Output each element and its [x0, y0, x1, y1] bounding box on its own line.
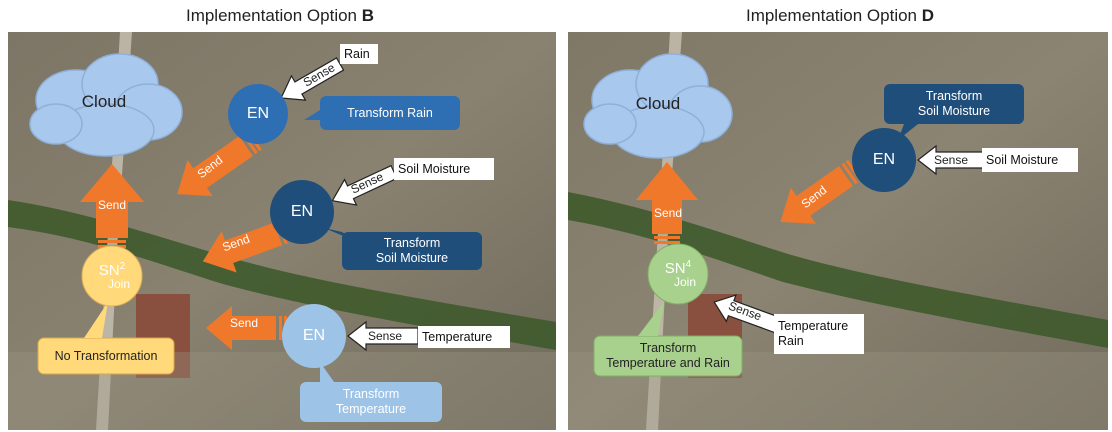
cloud-label: Cloud	[635, 94, 681, 113]
callout-soil-line2: Soil Moisture	[917, 104, 991, 118]
sense-arrow-temp	[347, 320, 419, 352]
en-rain-label: EN	[246, 105, 270, 122]
callout-sn-shape	[593, 302, 743, 377]
sn-label: SN2	[98, 261, 126, 279]
callout-temp-text: Transform Temperature	[300, 382, 442, 422]
sn-node-label: SN4 Join	[648, 244, 708, 304]
callout-sn-text: No Transformation	[54, 348, 158, 363]
en-temp-circle	[282, 304, 346, 368]
source-temp: Temperature	[418, 326, 510, 348]
sense-arrow-soil	[917, 144, 985, 176]
panel-b-title-letter: B	[361, 6, 375, 25]
send-up-label: Send	[98, 198, 127, 212]
panel-d-title-letter: D	[921, 6, 935, 25]
panel-d-graphics	[568, 32, 1108, 430]
sn-circle	[81, 245, 143, 307]
source-soil: Soil Moisture	[394, 158, 494, 180]
callout-soil-shape	[324, 228, 482, 270]
source-rain: Rain	[340, 44, 378, 64]
source-sn-line2: Rain	[778, 334, 804, 348]
panel-b-title: Implementation Option B	[10, 6, 550, 30]
cloud-shape	[29, 53, 183, 157]
callout-sn-line1: Transform	[639, 341, 697, 355]
source-sn-line1: Temperature	[778, 319, 849, 333]
sn-label: SN4	[664, 259, 692, 277]
sense-arrow-soil	[331, 164, 398, 206]
callout-soil-line1: Transform	[383, 236, 441, 250]
callout-soil-text: Transform Soil Moisture	[884, 84, 1024, 124]
en-soil-label: EN	[872, 151, 896, 168]
panel-b-title-prefix: Implementation Option	[185, 6, 362, 25]
en-rain-circle	[228, 84, 288, 144]
sn-node-label: SN2 Join	[82, 246, 142, 306]
en-soil-circle	[270, 180, 334, 244]
sense-arrow-rain	[280, 57, 345, 101]
callout-soil-line1: Transform	[925, 89, 983, 103]
send-up-label: Send	[654, 206, 683, 220]
callout-sn-text: Transform Temperature and Rain	[594, 336, 742, 376]
send-arrow-up	[636, 162, 698, 244]
panel-d-diagram: Cloud Send Send EN SN4 Join Sense Sense …	[568, 32, 1108, 430]
hedgerow	[568, 192, 1108, 348]
panel-d-title-prefix: Implementation Option	[745, 6, 922, 25]
callout-temp-line1: Transform	[342, 387, 400, 401]
panel-b-graphics	[8, 32, 556, 430]
callout-temp-line2: Temperature	[335, 402, 407, 416]
callout-soil-text: Transform Soil Moisture	[342, 232, 482, 270]
source-sn: Temperature Rain	[774, 314, 864, 354]
sense-soil-label: Sense	[934, 153, 969, 167]
cloud-shape	[583, 53, 733, 159]
source-soil: Soil Moisture	[982, 148, 1078, 172]
sn-join-label: Join	[107, 277, 130, 291]
callout-sn-line2: Temperature and Rain	[606, 356, 730, 370]
cloud-label: Cloud	[81, 92, 127, 111]
callout-temp-shape	[300, 362, 442, 422]
en-soil-label: EN	[290, 203, 314, 220]
panel-b-diagram: Cloud Send EN EN EN SN2 Join Send Send S…	[8, 32, 556, 430]
sense-temp-label: Sense	[368, 329, 403, 343]
callout-rain-shape	[304, 96, 460, 130]
callout-rain-text: Transform Rain	[347, 105, 433, 120]
callout-sn-shape	[37, 302, 175, 375]
en-soil-circle	[852, 128, 916, 192]
en-temp-label: EN	[302, 327, 326, 344]
sn-join-label: Join	[673, 275, 696, 289]
callout-soil-line2: Soil Moisture	[375, 251, 449, 265]
send-temp-label: Send	[230, 316, 259, 330]
panel-d-title: Implementation Option D	[570, 6, 1110, 30]
hedgerow	[8, 200, 556, 350]
sn-circle	[647, 243, 709, 305]
